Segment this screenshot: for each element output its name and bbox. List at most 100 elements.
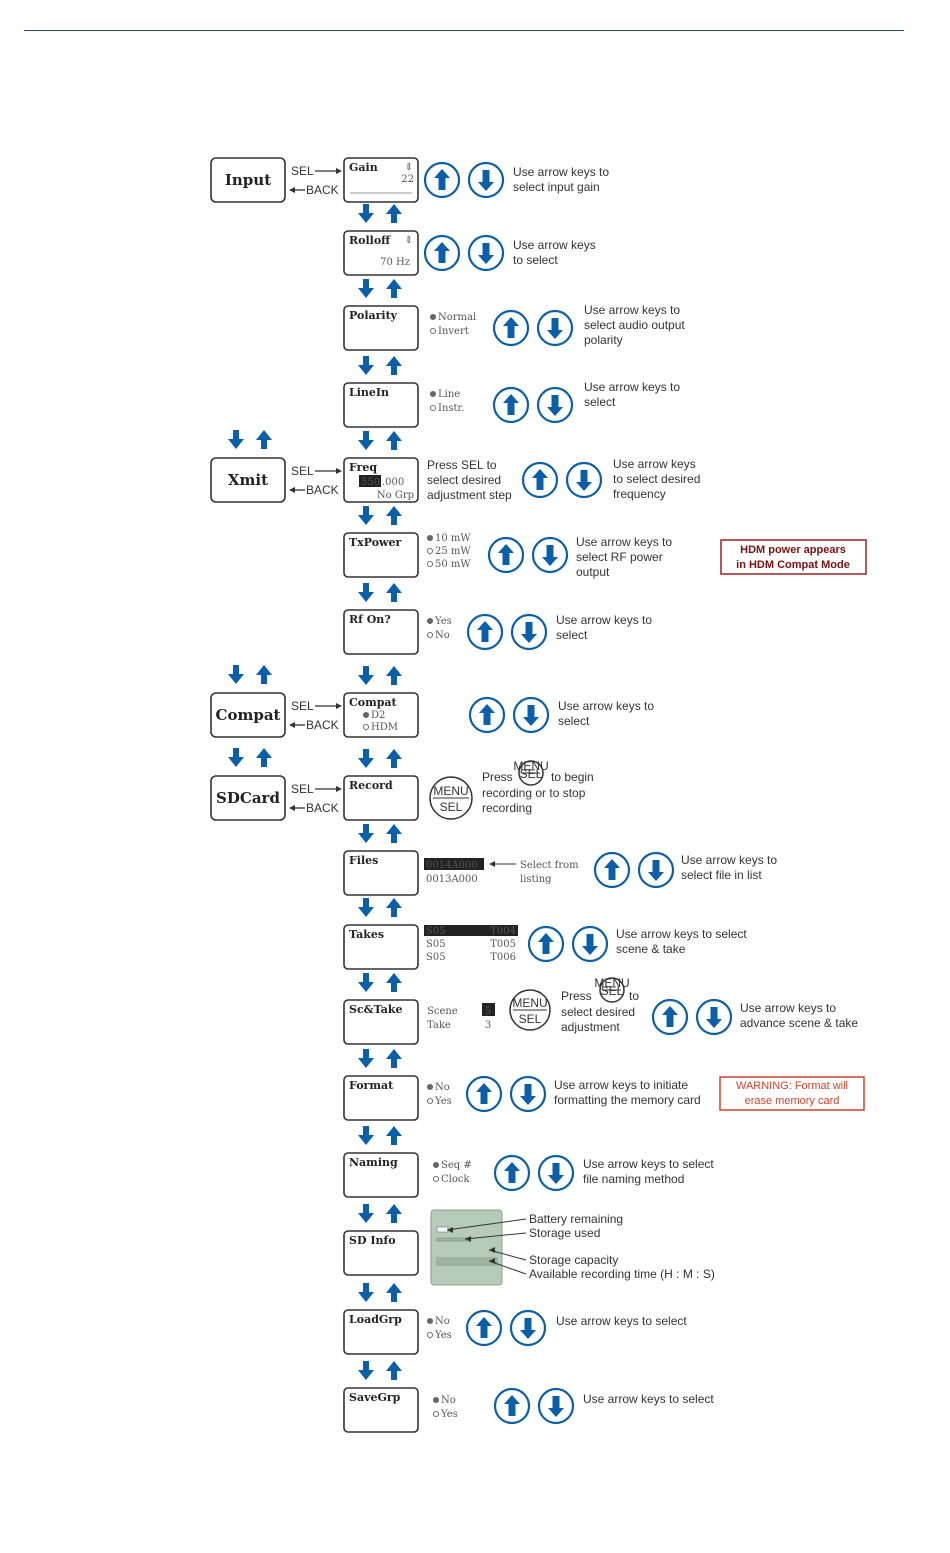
category-box — [210, 692, 286, 738]
files-up-arrow-key[interactable] — [593, 851, 631, 889]
rolloff-down-arrow-key[interactable] — [467, 234, 505, 272]
screen-sdinfo-nav-connector — [358, 1204, 402, 1223]
polarity-up-arrow-key[interactable] — [492, 309, 530, 347]
rolloff-value: 70 Hz — [380, 257, 410, 268]
savegrp-up-arrow-key[interactable] — [493, 1387, 531, 1425]
sctake-to-text: to — [629, 989, 639, 1003]
arrow-up-icon — [434, 242, 450, 263]
takes-up-arrow-key[interactable] — [527, 925, 565, 963]
lcd-title: SD Info — [349, 1234, 396, 1247]
rfon-up-arrow-key[interactable] — [466, 613, 504, 651]
gain-up-arrow-key[interactable] — [423, 161, 461, 199]
category-compat[interactable]: Compat — [210, 692, 286, 738]
linein-option: Instr. — [429, 403, 464, 414]
polarity-down-arrow-key[interactable] — [536, 309, 574, 347]
sd-info-callout: Available recording time (H : M : S) — [529, 1267, 715, 1281]
lcd-screen-box — [343, 609, 419, 655]
freq-description-line: to select desired — [613, 472, 700, 486]
sel-arrowhead-icon — [336, 168, 342, 174]
format-up-arrow-key[interactable] — [465, 1075, 503, 1113]
gain-down-arrow-key[interactable] — [467, 161, 505, 199]
lcd-screen-box — [343, 775, 419, 821]
linein-option: Line — [429, 389, 460, 400]
back-arrowhead-icon — [289, 487, 295, 493]
rolloff-description-line: Use arrow keys — [513, 238, 596, 252]
files-down-arrow-key[interactable] — [637, 851, 675, 889]
lcd-title: SaveGrp — [349, 1391, 401, 1404]
category-input[interactable]: Input — [210, 157, 286, 203]
sctake-up-arrow-key[interactable] — [651, 998, 689, 1036]
rfon-down-arrow-key[interactable] — [510, 613, 548, 651]
category-xmit[interactable]: Xmit — [210, 457, 286, 503]
radio-selected-icon — [429, 313, 437, 321]
freq-press-sel-text-line: Press SEL to — [427, 458, 497, 472]
freq-up-arrow-key[interactable] — [521, 461, 559, 499]
screen-compat: Compat — [343, 692, 419, 738]
up-arrow-icon — [386, 279, 402, 298]
record-description-line: recording or to stop — [482, 786, 586, 800]
lcd-screen-box — [343, 1075, 419, 1121]
category-sdcard[interactable]: SDCard — [210, 775, 286, 821]
linein-down-arrow-key[interactable] — [536, 386, 574, 424]
callout-leader-line — [488, 1249, 527, 1261]
up-down-icon: ⇕ — [405, 162, 413, 173]
rolloff-up-arrow-key[interactable] — [423, 234, 461, 272]
linein-up-arrow-key[interactable] — [492, 386, 530, 424]
note-box — [720, 539, 867, 575]
warning-note-line: erase memory card — [745, 1095, 840, 1107]
compat-up-arrow-key[interactable] — [468, 696, 506, 734]
up-arrow-icon — [386, 506, 402, 525]
header-rule — [24, 30, 904, 31]
freq-down-arrow-key[interactable] — [565, 461, 603, 499]
txpower-up-arrow-key[interactable] — [487, 536, 525, 574]
compat-down-arrow-key[interactable] — [512, 696, 550, 734]
take-row-take: T006 — [490, 952, 516, 963]
down-arrow-icon — [358, 204, 374, 223]
take-hl-scene: S05 — [426, 926, 446, 937]
format-description-line: Use arrow keys to initiate — [554, 1078, 688, 1092]
txpower-down-arrow-key[interactable] — [531, 536, 569, 574]
lcd-screen-box — [343, 1152, 419, 1198]
screen-compat-nav-connector — [358, 666, 402, 685]
radio-option-label: No — [435, 1316, 450, 1327]
sel-label: SEL — [291, 699, 314, 713]
up-arrow-icon — [386, 1049, 402, 1068]
format-down-arrow-key[interactable] — [509, 1075, 547, 1113]
savegrp-down-arrow-key[interactable] — [537, 1387, 575, 1425]
arrow-up-icon — [504, 1395, 520, 1416]
sctake-down-arrow-key[interactable] — [695, 998, 733, 1036]
takes-down-arrow-key[interactable] — [571, 925, 609, 963]
lcd-title: Record — [349, 779, 393, 792]
naming-description-line: Use arrow keys to select — [583, 1157, 714, 1171]
freq-press-sel-text-line: select desired — [427, 473, 501, 487]
menu-label: MENU — [433, 784, 468, 798]
lcd-title: Naming — [349, 1156, 398, 1169]
lcd-title: Sc&Take — [349, 1003, 402, 1016]
sel-label: SEL — [520, 767, 543, 781]
radio-option-label: 10 mW — [435, 533, 471, 544]
screen-rolloff-nav-connector — [358, 204, 402, 223]
freq-rest-digits: .000 — [382, 477, 404, 488]
naming-up-arrow-key[interactable] — [493, 1154, 531, 1192]
freq-highlight-digits: 550 — [361, 477, 380, 488]
screen-savegrp: SaveGrp — [343, 1387, 419, 1433]
radio-option-label: Yes — [440, 1409, 458, 1420]
loadgrp-down-arrow-key[interactable] — [509, 1309, 547, 1347]
radio-selected-icon — [432, 1396, 440, 1404]
arrow-down-icon — [478, 170, 494, 191]
savegrp-option: Yes — [432, 1409, 458, 1420]
category-label: Input — [225, 171, 271, 189]
freq-highlight-box — [359, 475, 381, 487]
loadgrp-up-arrow-key[interactable] — [465, 1309, 503, 1347]
naming-down-arrow-key[interactable] — [537, 1154, 575, 1192]
